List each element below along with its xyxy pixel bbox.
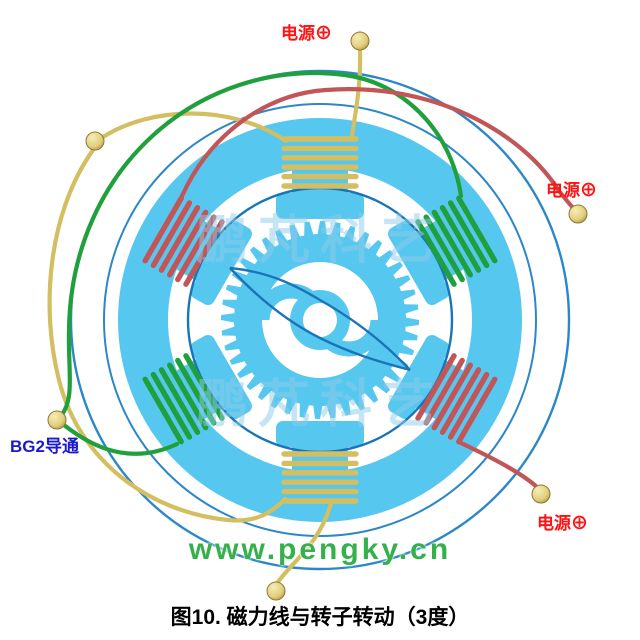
terminal-ball <box>85 131 105 151</box>
power-label-bottom-right: 电源⊕ <box>537 514 588 533</box>
terminal-ball <box>568 204 588 224</box>
terminal-ball <box>350 31 370 51</box>
wire-yellow-bottom-lead <box>275 500 334 585</box>
power-label-top: 电源⊕ <box>281 24 332 43</box>
website-link: www.pengky.cn <box>188 533 452 566</box>
wire-green-outer-arc <box>58 71 464 419</box>
inner-frame-circle <box>103 103 537 537</box>
wire-yellow-top-left <box>100 111 289 144</box>
coil-bottom <box>281 451 359 504</box>
power-label-right: 电源⊕ <box>546 181 597 200</box>
coil-top <box>281 136 359 189</box>
flux-line-upper <box>229 266 411 371</box>
terminal-ball <box>531 484 551 504</box>
terminal-ball <box>47 410 67 430</box>
wire-yellow-top-lead <box>349 49 363 139</box>
figure-caption: 图10. 磁力线与转子转动（3度） <box>170 606 470 629</box>
coil-lower-right <box>415 353 498 445</box>
coil-upper-left <box>142 195 225 287</box>
terminal-ball <box>266 581 286 601</box>
flux-line-lower <box>229 267 411 372</box>
coil-upper-right <box>415 195 498 287</box>
bg2-label: BG2导通 <box>10 437 79 456</box>
wire-red-top-arc <box>179 87 579 214</box>
wire-green-lower-left <box>61 422 180 456</box>
shaft-hole <box>303 303 337 337</box>
wire-red-lower-right <box>458 440 541 491</box>
coil-lower-left <box>142 353 225 445</box>
